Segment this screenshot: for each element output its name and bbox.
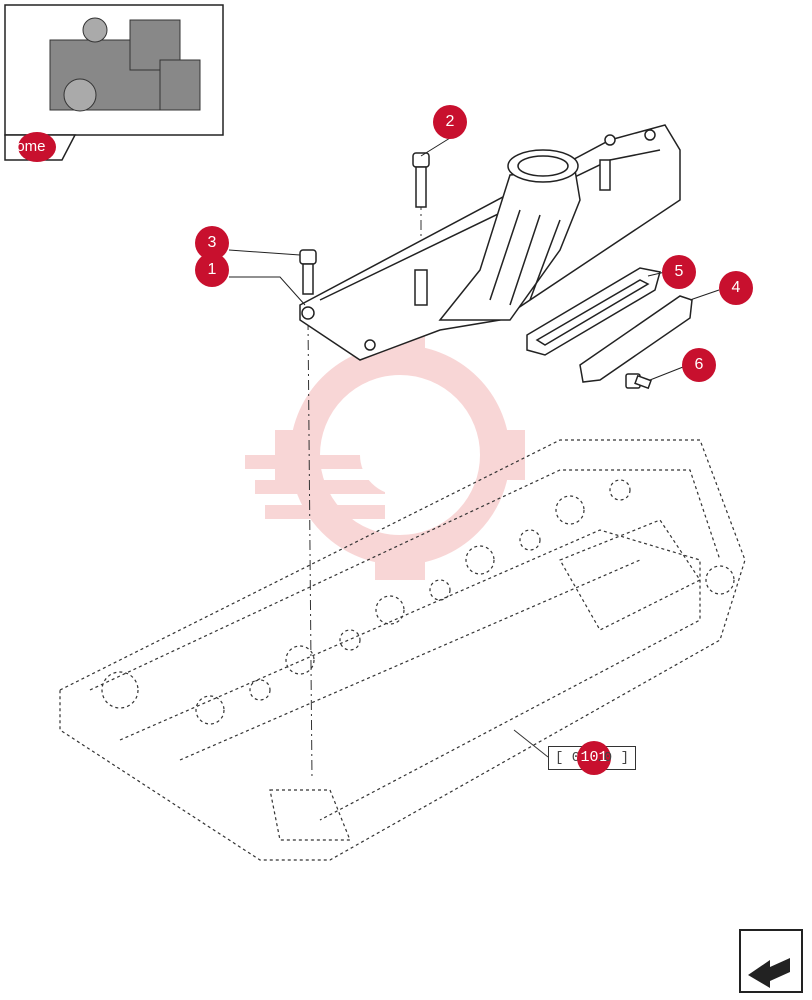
- watermark-logo: [245, 330, 525, 580]
- bolt-3[interactable]: [299, 249, 317, 295]
- alignment-line: [307, 319, 313, 781]
- engine-thumbnail-icon[interactable]: [4, 4, 224, 136]
- bolt-2[interactable]: [412, 152, 430, 208]
- callout-1[interactable]: 1: [195, 253, 229, 287]
- reference-suffix: .0 ]: [595, 750, 629, 766]
- intake-manifold: [299, 124, 681, 361]
- callout-2[interactable]: 2: [433, 105, 467, 139]
- next-page-arrow-icon[interactable]: [739, 929, 803, 993]
- home-button[interactable]: [18, 132, 56, 162]
- home-label[interactable]: home: [8, 138, 46, 155]
- callout-6[interactable]: 6: [682, 348, 716, 382]
- cover-plate-4[interactable]: [579, 295, 693, 383]
- callout-5[interactable]: 5: [662, 255, 696, 289]
- reference-box[interactable]: [ 0. 101 .0 ]: [548, 741, 636, 775]
- gasket-5[interactable]: [526, 267, 661, 356]
- bolt-6[interactable]: [625, 373, 652, 390]
- cylinder-head: [59, 439, 746, 861]
- reference-leader: [513, 729, 549, 758]
- callout-4[interactable]: 4: [719, 271, 753, 305]
- reference-number[interactable]: 101: [577, 741, 611, 775]
- leader-lines: [228, 137, 720, 381]
